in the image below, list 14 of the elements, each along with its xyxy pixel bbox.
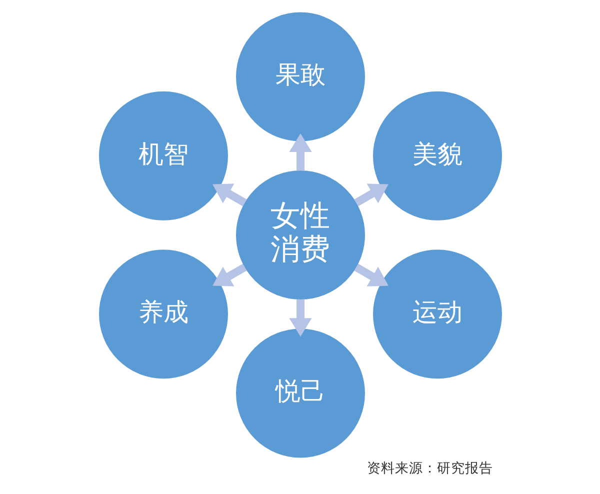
node-circle: 悦己 (236, 328, 364, 458)
caption: 资料来源：研究报告 (366, 460, 493, 477)
arrow (212, 184, 246, 206)
node-circle: 运动 (372, 250, 502, 379)
node-circle: 果敢 (236, 12, 364, 142)
node-circle: 女性消费 (236, 170, 364, 300)
arrow (212, 264, 246, 286)
arrow (354, 184, 388, 206)
arrow (354, 264, 388, 286)
node-circle: 机智 (98, 91, 228, 220)
node-circle: 美貌 (372, 91, 502, 220)
arrow (288, 133, 312, 171)
node-circle: 养成 (98, 250, 228, 379)
arrow (288, 299, 312, 337)
